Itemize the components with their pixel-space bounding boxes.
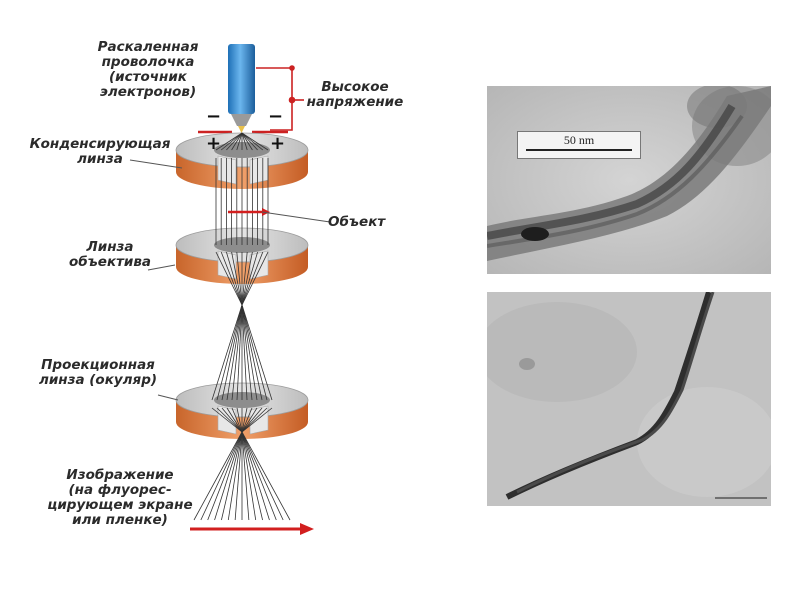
electron-ray (241, 407, 263, 433)
electron-ray (241, 132, 269, 151)
high-voltage-circuit (256, 65, 304, 131)
electron-ray (226, 304, 243, 401)
electron-ray (211, 407, 243, 433)
electron-ray (241, 132, 264, 151)
electron-source (228, 44, 255, 133)
electron-ray (241, 431, 284, 521)
object-label: Объект (328, 214, 386, 230)
electron-ray (236, 132, 243, 151)
electron-ray (241, 407, 273, 433)
micrograph-top-image (487, 86, 771, 274)
electron-ray (241, 132, 258, 151)
condenser-lens-label: Конденсирующая линза (29, 136, 171, 167)
electron-ray (215, 132, 243, 151)
electron-ray (221, 304, 243, 401)
electron-ray (214, 431, 243, 521)
electron-ray (207, 431, 243, 521)
minus-sign-left: − (206, 106, 222, 127)
electron-ray (236, 251, 243, 306)
electron-ray (241, 304, 248, 401)
electron-ray (241, 251, 258, 306)
electron-ray (241, 431, 257, 521)
electron-ray (236, 304, 243, 401)
electron-ray (241, 132, 248, 151)
object-specimen-arrow (228, 208, 270, 216)
leader-lines (129, 159, 331, 401)
electron-ray (241, 251, 264, 306)
electron-ray (227, 431, 243, 521)
electron-ray (226, 251, 243, 306)
electron-ray (241, 431, 291, 521)
electron-ray (231, 251, 243, 306)
electron-ray (231, 132, 243, 151)
electron-ray (241, 251, 269, 306)
electron-ray (220, 251, 243, 306)
electron-ray (241, 407, 253, 433)
electron-ray (231, 407, 243, 433)
electron-ray (241, 132, 253, 151)
electron-ray (241, 431, 270, 521)
electron-ray (241, 407, 258, 433)
electron-ray (241, 407, 248, 433)
electron-ray (216, 407, 243, 433)
electron-ray (226, 407, 243, 433)
electron-ray (236, 407, 243, 433)
micrograph-bottom (487, 292, 771, 506)
electron-ray (215, 251, 243, 306)
electron-ray (226, 132, 243, 151)
electron-ray (241, 251, 248, 306)
electron-ray (193, 431, 243, 521)
electron-ray (241, 304, 273, 401)
high-voltage-label: Высокое напряжение (306, 79, 404, 110)
electron-ray (200, 431, 243, 521)
plus-sign-left: + (206, 133, 222, 154)
electron-ray (241, 431, 263, 521)
filament-label: Раскаленная проволочка (источник электро… (97, 39, 199, 100)
scale-bar (526, 149, 632, 151)
electron-ray (241, 304, 263, 401)
electron-ray (241, 407, 268, 433)
image-label: Изображение (на флуорес- цирующем экране… (47, 467, 193, 528)
electron-ray (211, 304, 243, 401)
electron-ray (216, 304, 243, 401)
electron-ray (241, 304, 253, 401)
electron-ray (221, 431, 243, 521)
projection-lens-label: Проекционная линза (окуляр) (38, 357, 158, 388)
electron-ray (220, 132, 243, 151)
electron-ray (241, 304, 258, 401)
micrograph-bottom-image (487, 292, 771, 506)
scale-bar-box: 50 nm (517, 131, 641, 159)
electron-ray (241, 431, 277, 521)
electron-ray (241, 251, 253, 306)
electron-ray (231, 304, 243, 401)
micrograph-top: 50 nm (487, 86, 771, 274)
objective-lens-label: Линза объектива (68, 239, 152, 270)
electron-ray (241, 304, 268, 401)
scale-bar-label: 50 nm (563, 133, 595, 147)
electron-ray (241, 431, 250, 521)
minus-sign-right: − (268, 106, 284, 127)
electron-ray (221, 407, 243, 433)
plus-sign-right: + (270, 133, 286, 154)
image-screen-arrow (190, 523, 314, 535)
electron-ray (234, 431, 243, 521)
